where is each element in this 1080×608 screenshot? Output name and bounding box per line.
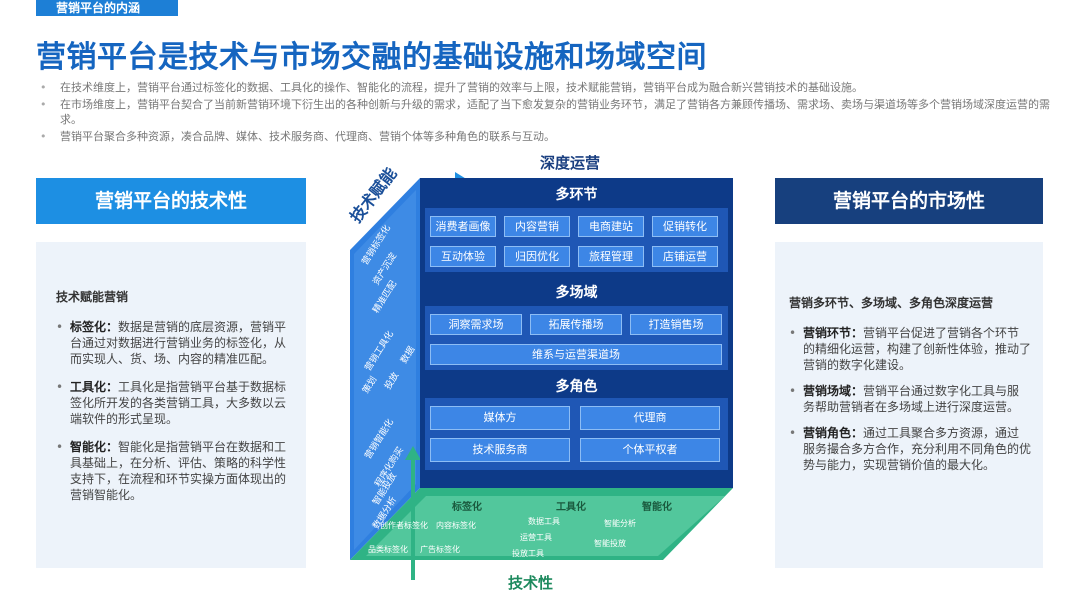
left-item: 标签化：数据是营销的底层资源，营销平台通过对数据进行营销业务的标签化，从而实现人… — [56, 319, 290, 367]
right-item-term: 营销场域： — [803, 384, 864, 398]
technical-label: 技术性 — [508, 574, 554, 592]
left-item-term: 智能化： — [70, 440, 119, 454]
left-panel-header: 营销平台的技术性 — [36, 178, 306, 224]
intro-bullets: 在技术维度上，营销平台通过标签化的数据、工具化的操作、智能化的流程，提升了营销的… — [40, 80, 1050, 146]
page-title: 营销平台是技术与市场交融的基础设施和场域空间 — [36, 40, 707, 75]
right-item: 营销角色：通过工具聚合多方资源，通过服务撮合多方合作，充分利用不同角色的优势与能… — [789, 425, 1031, 473]
chip: 店铺运营 — [652, 246, 718, 267]
chip: 电商建站 — [578, 216, 644, 237]
chip: 维系与运营渠道场 — [430, 344, 722, 365]
right-item: 营销场域：营销平台通过数字化工具与服务帮助营销者在多场域上进行深度运营。 — [789, 383, 1031, 415]
chip: 技术服务商 — [430, 438, 570, 462]
section-title-links: 多环节 — [555, 187, 598, 203]
intro-bullet: 在技术维度上，营销平台通过标签化的数据、工具化的操作、智能化的流程，提升了营销的… — [40, 80, 1050, 95]
deep-operation-label: 深度运营 — [540, 154, 601, 172]
bottom-chip: 品类标签化 — [368, 545, 408, 554]
cube-diagram — [350, 172, 733, 580]
left-item-text: 工具化是指营销平台基于数据标签化所开发的各类营销工具，大多数以云端软件的形式呈现… — [70, 380, 287, 426]
bottom-group-title: 标签化 — [452, 502, 482, 513]
chip: 促销转化 — [652, 216, 718, 237]
bottom-chip: 数据工具 — [528, 517, 560, 526]
right-item-term: 营销环节： — [803, 326, 864, 340]
bottom-group-title: 工具化 — [556, 502, 586, 513]
cube-left-face-shade — [354, 190, 416, 550]
bottom-group-title: 智能化 — [642, 502, 672, 513]
intro-bullet: 营销平台聚合多种资源，凑合品牌、媒体、技术服务商、代理商、营销个体等多种角色的联… — [40, 129, 1050, 144]
right-panel-subtitle: 营销多环节、多场域、多角色深度运营 — [789, 296, 994, 310]
left-panel: 技术赋能营销 标签化：数据是营销的底层资源，营销平台通过对数据进行营销业务的标签… — [36, 242, 306, 568]
chip: 旅程管理 — [578, 246, 644, 267]
cube-bottom-face-inner — [366, 496, 725, 556]
left-item-term: 工具化： — [70, 380, 119, 394]
right-panel: 营销多环节、多场域、多角色深度运营 营销环节：营销平台促进了营销各个环节的精细化… — [775, 242, 1043, 568]
section-title-roles: 多角色 — [555, 379, 598, 395]
bottom-chip: 投放工具 — [512, 549, 544, 558]
chip: 拓展传播场 — [530, 314, 622, 335]
left-item: 智能化：智能化是指营销平台在数据和工具基础上，在分析、评估、策略的科学性支持下，… — [56, 439, 290, 503]
right-panel-header: 营销平台的市场性 — [775, 178, 1043, 224]
bottom-chip: 创作者标签化 — [380, 521, 428, 530]
left-item-text: 智能化是指营销平台在数据和工具基础上，在分析、评估、策略的科学性支持下，在流程和… — [70, 440, 287, 502]
right-item-text: 营销平台通过数字化工具与服务帮助营销者在多场域上进行深度运营。 — [803, 384, 1020, 414]
section-tag: 营销平台的内涵 — [36, 0, 178, 16]
chip: 互动体验 — [430, 246, 496, 267]
right-item: 营销环节：营销平台促进了营销各个环节的精细化运营，构建了创新性体验，推动了营销的… — [789, 325, 1031, 373]
bottom-chip: 智能分析 — [604, 519, 636, 528]
intro-bullet: 在市场维度上，营销平台契合了当前新营销环境下衍生出的各种创新与升级的需求，适配了… — [40, 97, 1050, 127]
chip: 内容营销 — [504, 216, 570, 237]
chip: 代理商 — [580, 406, 720, 430]
left-panel-subtitle: 技术赋能营销 — [56, 290, 129, 304]
right-item-text: 通过工具聚合多方资源，通过服务撮合多方合作，充分利用不同角色的优势与能力，实现营… — [803, 426, 1032, 472]
left-item: 工具化：工具化是指营销平台基于数据标签化所开发的各类营销工具，大多数以云端软件的… — [56, 379, 290, 427]
bottom-chip: 智能投放 — [594, 539, 626, 548]
chip: 媒体方 — [430, 406, 570, 430]
chip: 归因优化 — [504, 246, 570, 267]
bottom-chip: 运营工具 — [520, 533, 552, 542]
chip: 消费者画像 — [430, 216, 496, 237]
right-item-term: 营销角色： — [803, 426, 864, 440]
chip: 个体平权者 — [580, 438, 720, 462]
left-item-term: 标签化： — [70, 320, 119, 334]
section-title-fields: 多场域 — [555, 285, 598, 301]
arrow-up-head — [405, 446, 421, 460]
bottom-chip: 内容标签化 — [436, 521, 476, 530]
chip: 打造销售场 — [630, 314, 722, 335]
left-item-text: 数据是营销的底层资源，营销平台通过对数据进行营销业务的标签化，从而实现人、货、场… — [70, 320, 287, 366]
bottom-chip: 广告标签化 — [420, 545, 460, 554]
right-item-text: 营销平台促进了营销各个环节的精细化运营，构建了创新性体验，推动了营销的数字化建设… — [803, 326, 1032, 372]
cube-front-face: 多环节 消费者画像 内容营销 电商建站 促销转化 互动体验 归因优化 旅程管理 … — [420, 178, 733, 488]
chip: 洞察需求场 — [430, 314, 522, 335]
